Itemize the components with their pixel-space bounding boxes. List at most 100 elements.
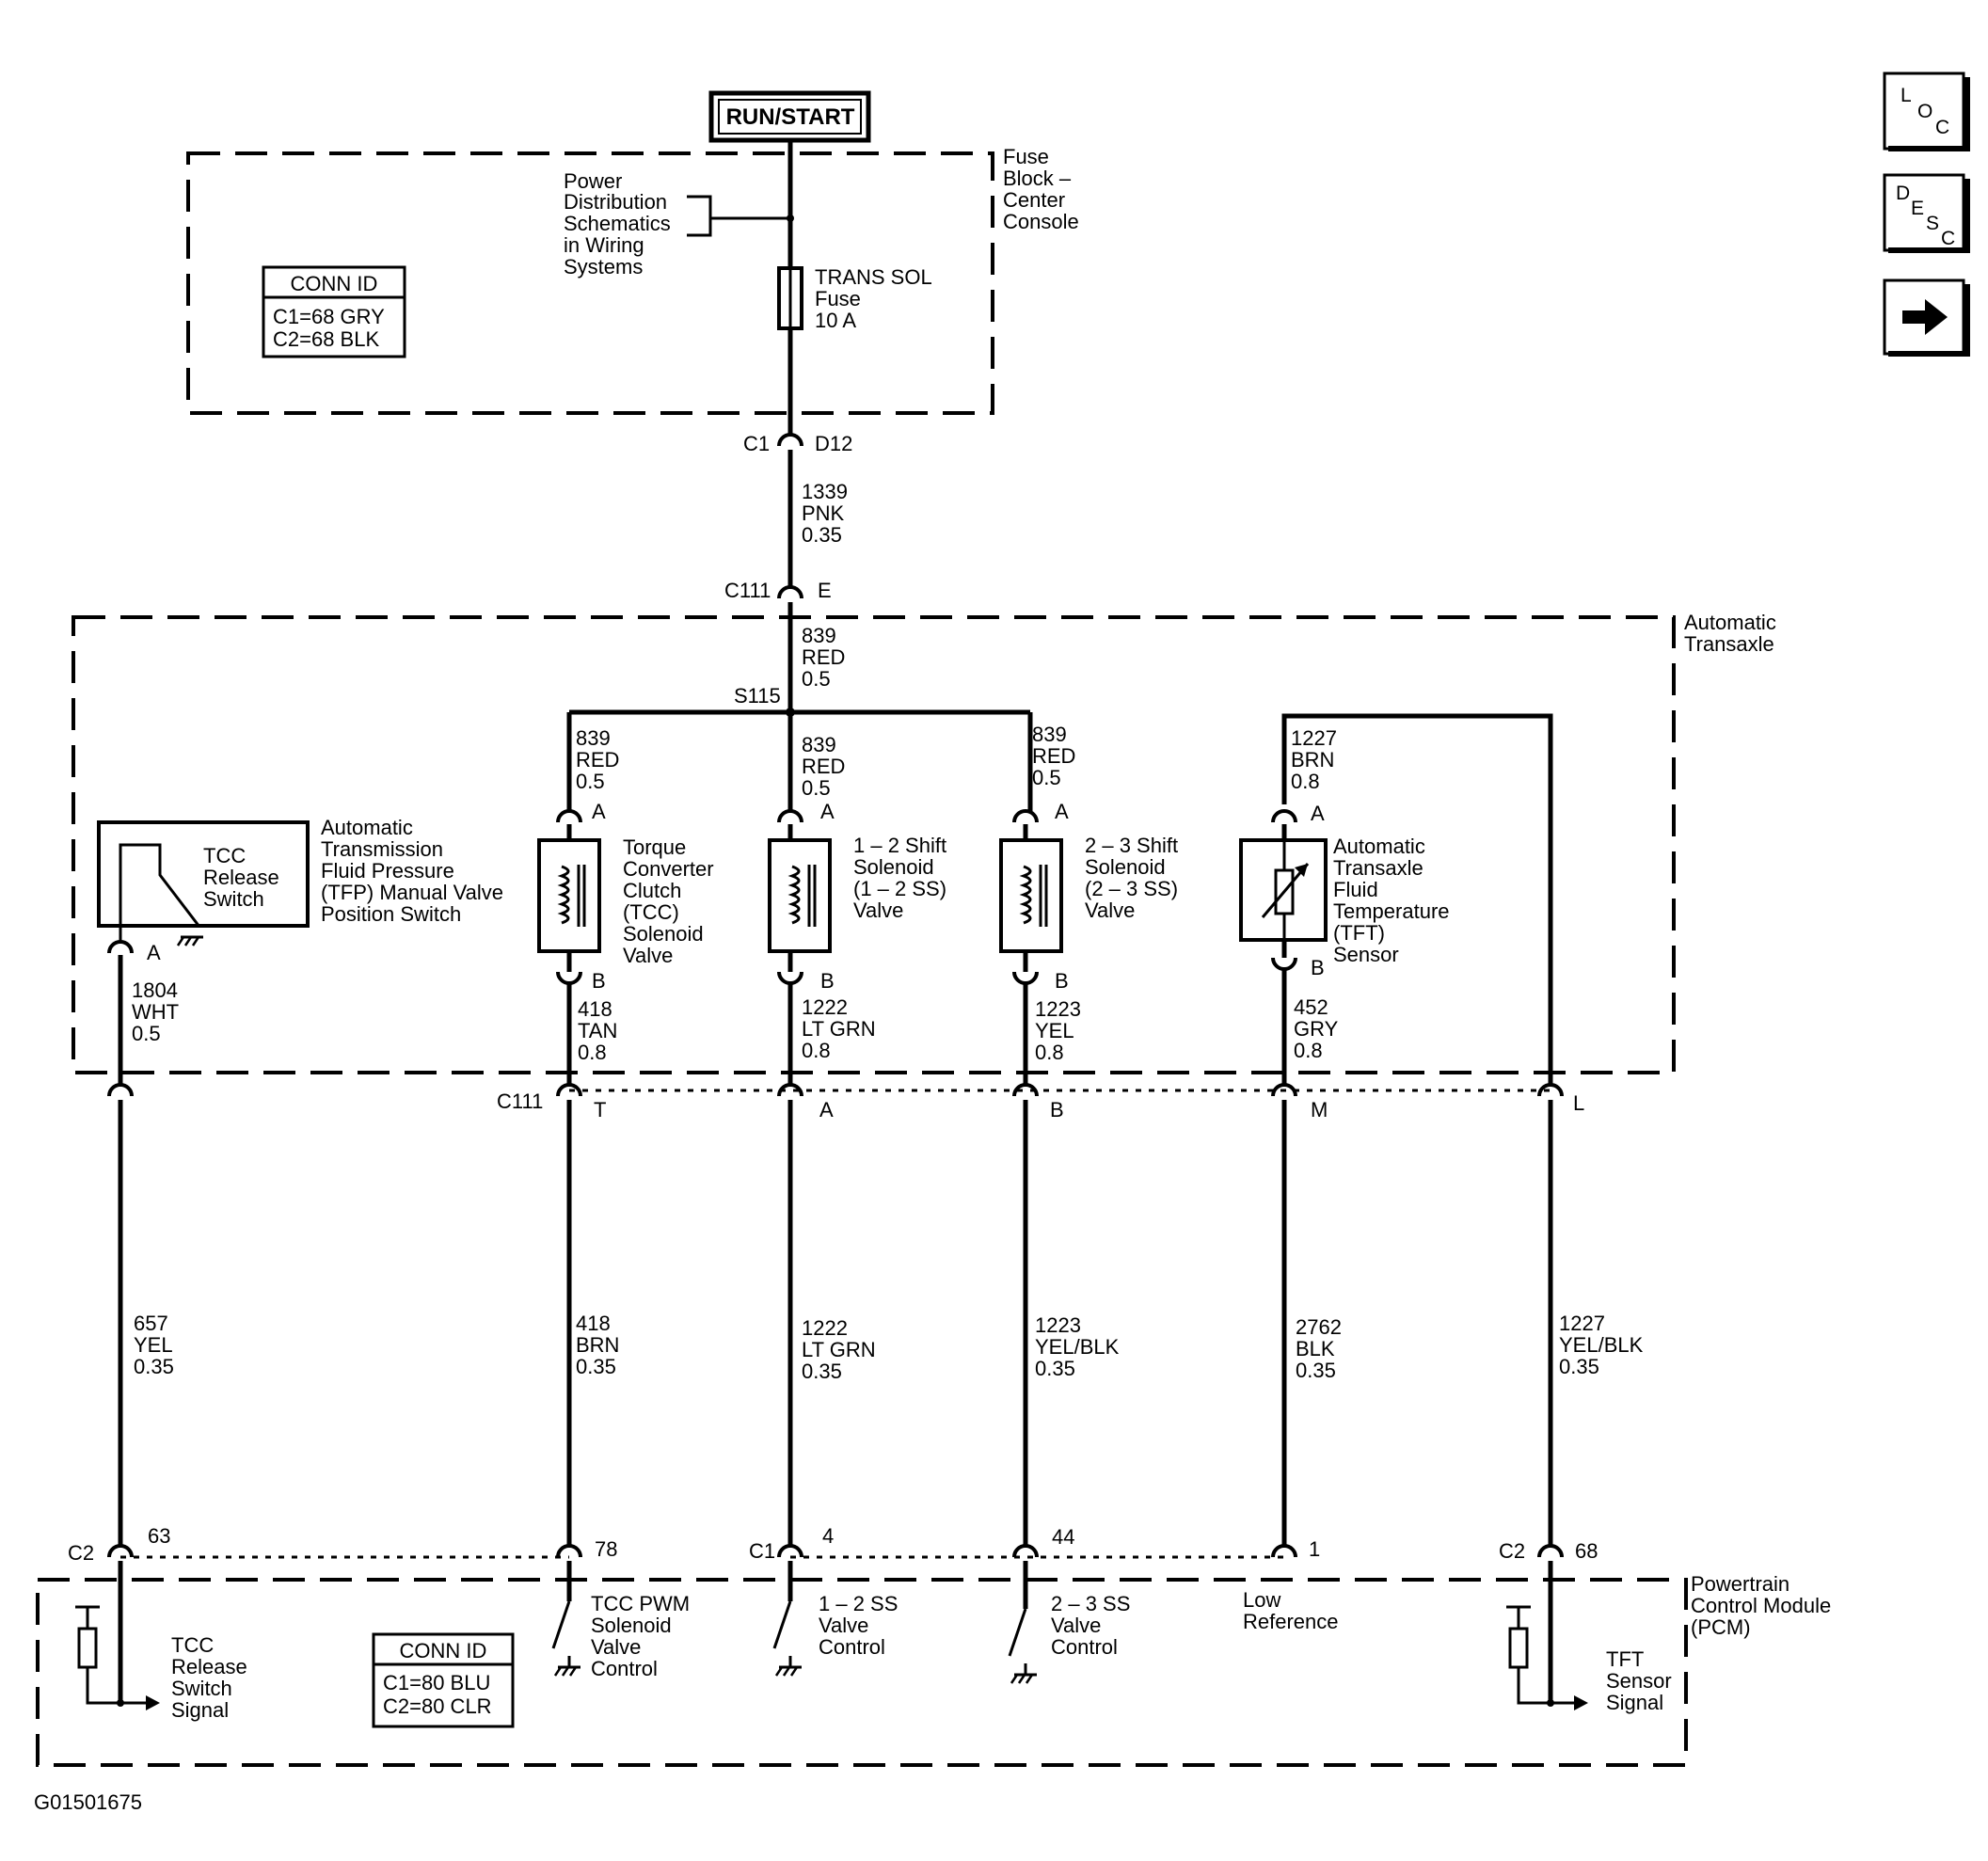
svg-text:C2=68 BLK: C2=68 BLK <box>273 327 379 351</box>
figure-id: G01501675 <box>34 1790 142 1814</box>
pcm-outline <box>36 1578 1688 1767</box>
fuse-block-conn-id: CONN ID C1=68 GRY C2=68 BLK <box>262 265 406 358</box>
pcm-pin-68: 68 <box>1575 1539 1598 1563</box>
svg-text:TCC Release Switch: TCC Release Switch <box>203 844 285 911</box>
tcc-release-signal-label: TCC Release Switch Signal <box>171 1633 253 1722</box>
ss23-pin-a: A <box>1055 800 1069 823</box>
ss12-wire-a-label: 839 RED 0.5 <box>802 733 851 800</box>
wire-657-label: 657 YEL 0.35 <box>134 1312 178 1378</box>
wire-418-tan-label: 418 TAN 0.8 <box>578 997 624 1064</box>
wire-1222-harness-label: 1222 LT GRN 0.35 <box>802 1316 882 1383</box>
pcm-pin-63: 63 <box>148 1524 170 1548</box>
ss12-solenoid-valve <box>768 838 832 953</box>
pcm-pin-78: 78 <box>595 1537 617 1561</box>
ss23-pin-b: B <box>1055 969 1069 993</box>
tcc-pwm-label: TCC PWM Solenoid Valve Control <box>591 1592 695 1680</box>
connector-c111-e <box>777 585 803 600</box>
fuse-label: TRANS SOL Fuse 10 A <box>815 265 937 332</box>
tft-sensor-pullup <box>1506 1605 1588 1710</box>
svg-text:L: L <box>1901 85 1912 106</box>
tfp-switch-desc: Automatic Transmission Fluid Pressure (T… <box>321 816 509 926</box>
wire-1223-yel-label: 1223 YEL 0.8 <box>1035 997 1087 1064</box>
wire-839-main-label: 839 RED 0.5 <box>802 624 851 691</box>
svg-text:C: C <box>1941 228 1955 249</box>
svg-text:O: O <box>1917 101 1932 122</box>
pcm-pin-1: 1 <box>1309 1537 1320 1561</box>
pcm-pin-4: 4 <box>822 1524 834 1548</box>
svg-text:C1=80 BLU: C1=80 BLU <box>383 1671 490 1694</box>
tfp-manual-valve-switch: TCC Release Switch <box>97 820 310 947</box>
c111-pin-l: L <box>1573 1091 1584 1115</box>
pcm-conn-c2-left: C2 <box>68 1541 94 1565</box>
svg-text:CONN ID: CONN ID <box>291 272 378 295</box>
desc-button[interactable]: D E S C <box>1883 173 1970 253</box>
svg-text:S: S <box>1926 213 1939 234</box>
ss12-pin-a: A <box>820 800 835 823</box>
ss12-control-label: 1 – 2 SS Valve Control <box>819 1592 904 1659</box>
wire-1227-harness-label: 1227 YEL/BLK 0.35 <box>1559 1312 1648 1378</box>
trans-sol-fuse <box>777 266 803 330</box>
ss23-control-label: 2 – 3 SS Valve Control <box>1051 1592 1137 1659</box>
connector-c1-d12 <box>777 433 803 448</box>
power-distribution-ref: Power Distribution Schematics in Wiring … <box>564 169 676 278</box>
wire-1223-harness-label: 1223 YEL/BLK 0.35 <box>1035 1313 1124 1380</box>
svg-text:CONN ID: CONN ID <box>400 1639 487 1662</box>
wire-452-gry-label: 452 GRY 0.8 <box>1294 995 1344 1062</box>
tft-pin-b: B <box>1311 956 1325 979</box>
arrow-right-icon <box>1902 299 1948 335</box>
ss12-pin-b: B <box>820 969 835 993</box>
pcm-conn-c2-right: C2 <box>1499 1539 1525 1563</box>
next-button[interactable] <box>1883 278 1970 357</box>
tft-sensor-desc: Automatic Transaxle Fluid Temperature (T… <box>1333 835 1455 966</box>
tft-sensor-signal-label: TFT Sensor Signal <box>1606 1647 1678 1714</box>
tft-pin-a: A <box>1311 802 1325 825</box>
splice-s115-label: S115 <box>734 684 781 708</box>
ss12-driver <box>772 1561 803 1678</box>
tcc-pwm-driver <box>551 1561 582 1678</box>
pcm-name: Powertrain Control Module (PCM) <box>1691 1572 1837 1639</box>
wire-1222-ltgrn-label: 1222 LT GRN 0.8 <box>802 995 882 1062</box>
tcc-pin-b: B <box>592 969 606 993</box>
c111-pin-t: T <box>594 1098 606 1121</box>
ss12-solenoid-desc: 1 – 2 Shift Solenoid (1 – 2 SS) Valve <box>853 834 952 922</box>
run-start-label: RUN/START <box>726 104 855 130</box>
transaxle-outline <box>72 615 1676 1074</box>
pcm-pin-44: 44 <box>1052 1525 1074 1549</box>
fuse-block-outline <box>186 151 994 415</box>
tcc-pin-a: A <box>592 800 606 823</box>
svg-text:D: D <box>1896 183 1910 204</box>
svg-text:C: C <box>1935 117 1949 138</box>
tcc-solenoid-valve <box>537 838 601 953</box>
tft-wire-a-label: 1227 BRN 0.8 <box>1291 726 1343 793</box>
loc-button[interactable]: L O C <box>1883 72 1970 151</box>
ss23-solenoid-valve <box>999 838 1063 953</box>
transaxle-name: Automatic Transaxle <box>1684 611 1782 656</box>
pcm-conn-id: CONN ID C1=80 BLU C2=80 CLR <box>372 1632 515 1728</box>
low-reference-label: Low Reference <box>1243 1588 1339 1633</box>
tfp-pin-a: A <box>147 941 161 964</box>
conn-d12-label: D12 <box>815 432 852 455</box>
ss23-driver <box>1008 1561 1039 1685</box>
pcm-conn-c1: C1 <box>749 1539 775 1563</box>
wire-1804-label: 1804 WHT 0.5 <box>132 978 184 1045</box>
tft-sensor <box>1239 838 1328 942</box>
wire-1339-label: 1339 PNK 0.35 <box>802 480 853 547</box>
c111-bottom-label: C111 <box>497 1090 543 1113</box>
ss23-wire-a-label: 839 RED 0.5 <box>1032 723 1082 789</box>
wire-418-brn-label: 418 BRN 0.35 <box>576 1312 626 1378</box>
wire-2762-label: 2762 BLK 0.35 <box>1296 1315 1347 1382</box>
run-start-power-box: RUN/START <box>708 90 871 143</box>
c111-pin-a: A <box>819 1098 834 1121</box>
tcc-solenoid-desc: Torque Converter Clutch (TCC) Solenoid V… <box>623 835 720 967</box>
svg-text:E: E <box>1911 198 1924 219</box>
conn-c111-top-label: C111 <box>724 579 771 602</box>
c111-pin-m: M <box>1311 1098 1328 1121</box>
conn-e-label: E <box>818 579 832 602</box>
tcc-wire-a-label: 839 RED 0.5 <box>576 726 626 793</box>
c111-pin-b: B <box>1050 1098 1064 1121</box>
svg-text:C1=68 GRY: C1=68 GRY <box>273 305 385 328</box>
fuse-block-name: Fuse Block – Center Console <box>1003 145 1079 233</box>
svg-text:C2=80 CLR: C2=80 CLR <box>383 1694 492 1718</box>
ss23-solenoid-desc: 2 – 3 Shift Solenoid (2 – 3 SS) Valve <box>1085 834 1184 922</box>
